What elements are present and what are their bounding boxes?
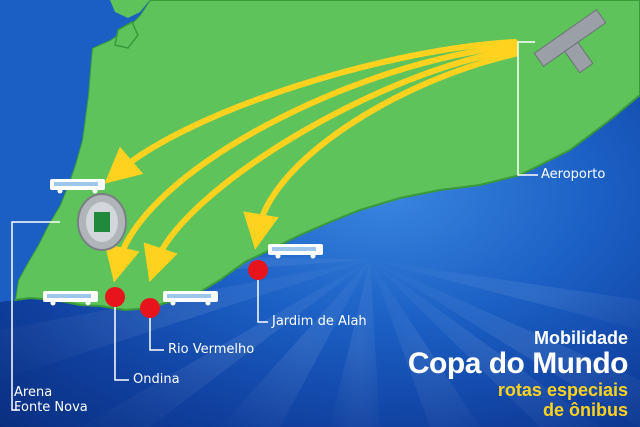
title-subtitle: Mobilidade [534, 328, 628, 348]
route-to-ondina [104, 43, 518, 283]
bus-icon [50, 179, 105, 194]
stop-marker-ondina [105, 287, 125, 307]
route-arrows [104, 39, 518, 283]
bus-icon [163, 291, 218, 306]
label-arena-line1: Arena [14, 385, 53, 400]
airplane-icon [533, 8, 607, 74]
title-tagline-line2: de ônibus [543, 400, 628, 420]
title-block: Mobilidade Copa do Mundo rotas especiais… [407, 328, 629, 420]
route-to-jardim [243, 51, 518, 250]
stop-marker-rio-vermelho [140, 298, 160, 318]
bay-water [0, 0, 150, 302]
bus-icon [43, 291, 98, 306]
title-tagline-line1: rotas especiais [497, 380, 628, 400]
leader-aeroporto [517, 41, 538, 176]
leader-lines [11, 41, 538, 411]
stadium-icon [77, 193, 127, 251]
route-to-rio-vermelho [143, 47, 518, 283]
label-jardim-de-alah: Jardim de Alah [272, 314, 367, 329]
bus-icon [268, 244, 323, 259]
leader-arena [11, 221, 60, 411]
title-main: Copa do Mundo [407, 347, 629, 380]
bay-island [114, 20, 139, 49]
bay-coast-north [110, 0, 150, 18]
leader-ondina [114, 300, 129, 381]
label-aeroporto: Aeroporto [541, 167, 606, 182]
label-rio-vermelho: Rio Vermelho [168, 342, 255, 357]
leader-jardim [257, 270, 268, 323]
stop-marker-jardim [248, 260, 268, 280]
ocean-rays [0, 250, 640, 427]
route-to-arena [104, 39, 518, 184]
label-arena-line2: Fonte Nova [14, 400, 88, 415]
label-arena-fonte-nova: Arena Fonte Nova [14, 385, 88, 415]
label-ondina: Ondina [133, 372, 180, 387]
leader-rio [149, 310, 164, 351]
